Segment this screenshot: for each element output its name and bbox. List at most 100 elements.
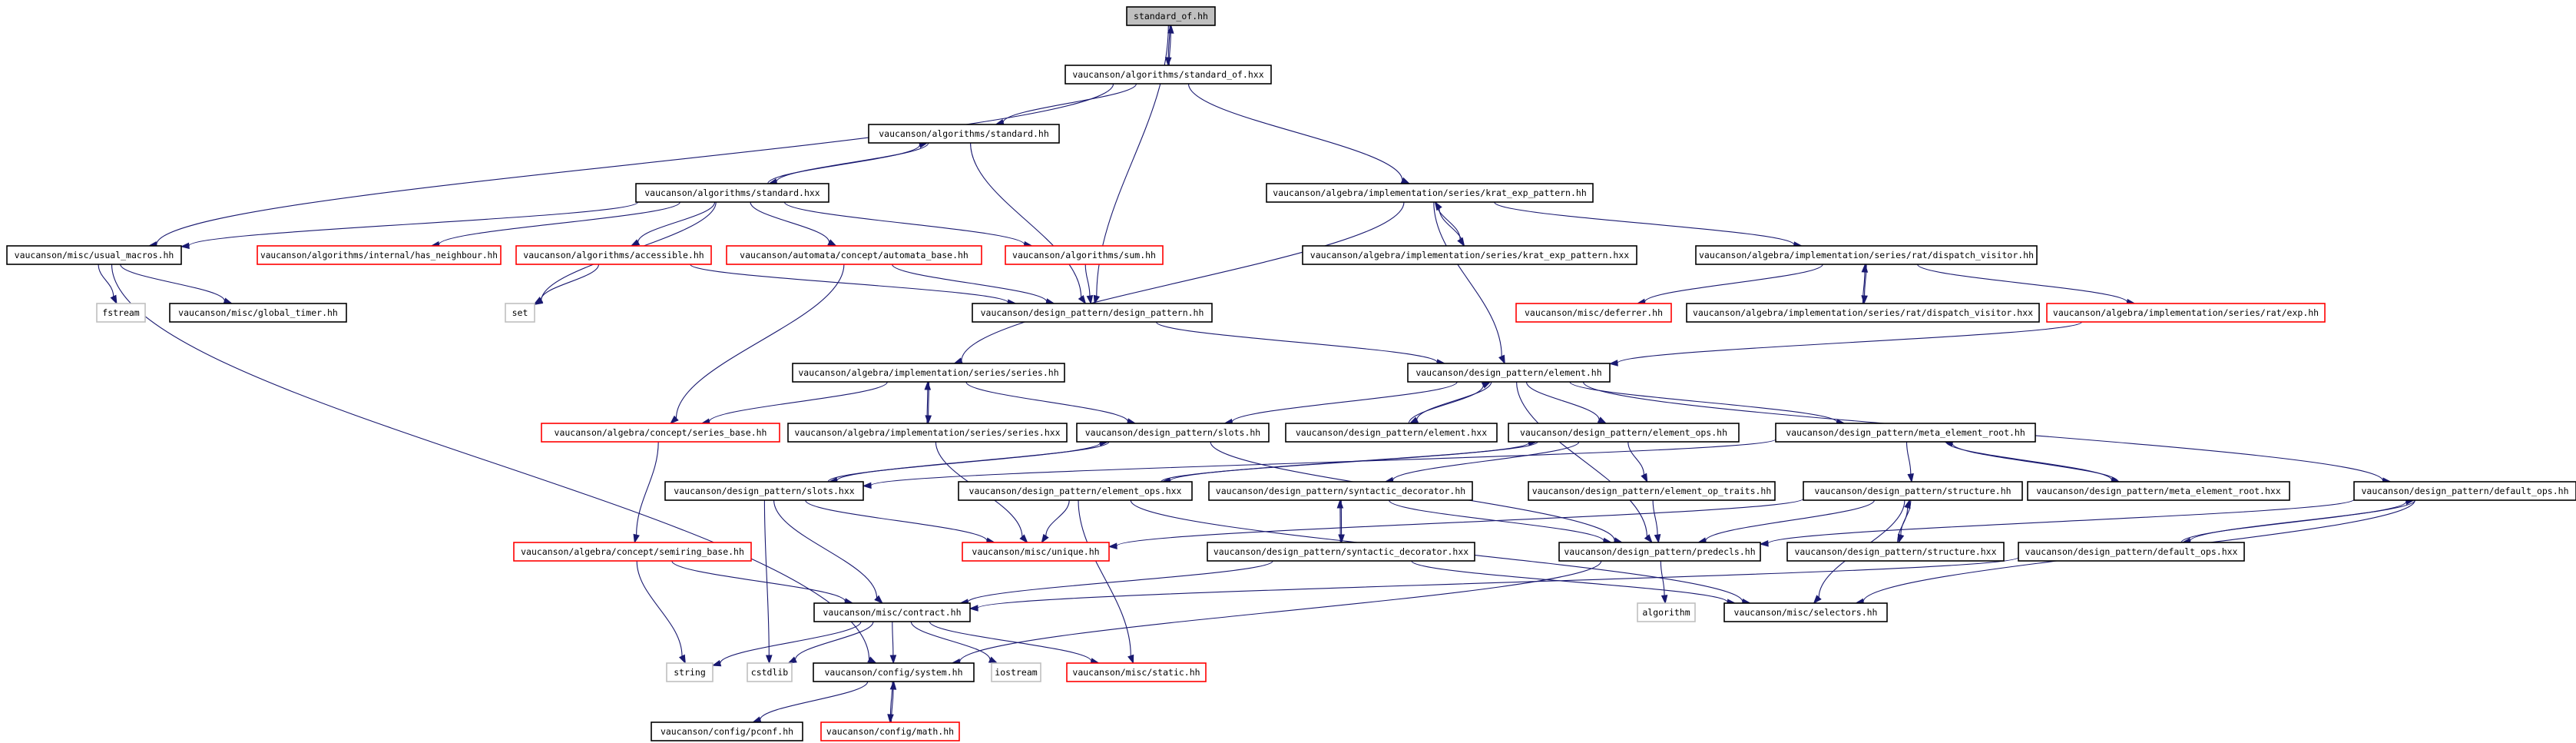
node-box: [2046, 303, 2326, 323]
node-sum-hh[interactable]: vaucanson/algorithms/sum.hh: [1005, 245, 1164, 265]
node-box: [1775, 423, 2036, 443]
node-label: string: [674, 667, 706, 678]
node-alg-standard-hxx[interactable]: vaucanson/algorithms/standard.hxx: [635, 183, 829, 203]
node-label: vaucanson/algebra/implementation/series/…: [794, 427, 1060, 438]
edge-alg_standard_hxx-to-accessible_hh: [630, 201, 716, 247]
node-box: [1508, 423, 1740, 443]
node-semiring-base-hh[interactable]: vaucanson/algebra/concept/semiring_base.…: [513, 542, 752, 562]
edge-usual_macros_hh-to-fstream: [98, 264, 118, 305]
node-selectors-hh[interactable]: vaucanson/misc/selectors.hh: [1723, 602, 1888, 622]
node-has-neighbour-hh[interactable]: vaucanson/algorithms/internal/has_neighb…: [257, 245, 502, 265]
node-box: [1076, 423, 1270, 443]
node-syntactic-decorator-hxx[interactable]: vaucanson/design_pattern/syntactic_decor…: [1207, 542, 1475, 562]
node-static-hh[interactable]: vaucanson/misc/static.hh: [1066, 662, 1207, 682]
node-label: vaucanson/design_pattern/default_ops.hh: [2361, 486, 2568, 496]
node-label: vaucanson/config/math.hh: [826, 726, 954, 737]
edge-default_ops_hxx-to-default_ops_hh: [2180, 498, 2415, 543]
node-box: [513, 542, 752, 562]
node-accessible-hh[interactable]: vaucanson/algorithms/accessible.hh: [515, 245, 712, 265]
node-element-ops-hh[interactable]: vaucanson/design_pattern/element_ops.hh: [1508, 423, 1740, 443]
node-slots-hh[interactable]: vaucanson/design_pattern/slots.hh: [1076, 423, 1270, 443]
node-automata-base-hh[interactable]: vaucanson/automata/concept/automata_base…: [726, 245, 982, 265]
node-contract-hh[interactable]: vaucanson/misc/contract.hh: [813, 602, 971, 622]
node-label: vaucanson/algebra/implementation/series/…: [1699, 250, 2034, 260]
edge-contract_hh-to-system_hh: [889, 621, 897, 665]
node-series-base-hh[interactable]: vaucanson/algebra/concept/series_base.hh: [541, 423, 780, 443]
edge-contract_hh-to-string: [711, 621, 862, 667]
node-label: vaucanson/design_pattern/predecls.hh: [1564, 546, 1755, 557]
node-alg-standard-of-hxx[interactable]: vaucanson/algorithms/standard_of.hxx: [1065, 65, 1272, 85]
node-series-hxx[interactable]: vaucanson/algebra/implementation/series/…: [787, 423, 1068, 443]
edge-element_hh-to-meta_element_root_hh: [1569, 381, 1846, 426]
node-series-hh[interactable]: vaucanson/algebra/implementation/series/…: [792, 363, 1065, 383]
node-label: vaucanson/misc/static.hh: [1072, 667, 1200, 678]
edge-default_ops_hh-to-default_ops_hxx: [2181, 499, 2415, 545]
node-label: vaucanson/automata/concept/automata_base…: [740, 250, 968, 260]
edge-math_hh-to-system_hh: [889, 680, 897, 723]
node-label: vaucanson/algorithms/sum.hh: [1012, 250, 1156, 260]
edge-contract_hh-to-iostream: [910, 621, 998, 664]
edge-element_ops_hxx-to-unique_hh: [1041, 499, 1070, 544]
edge-element_hxx-to-element_hh: [1408, 381, 1492, 424]
node-pconf-hh[interactable]: vaucanson/config/pconf.hh: [651, 721, 803, 741]
node-alg-standard-hh[interactable]: vaucanson/algorithms/standard.hh: [868, 124, 1060, 144]
node-krat-exp-pattern-hxx[interactable]: vaucanson/algebra/implementation/series/…: [1302, 245, 1637, 265]
node-box: [1528, 481, 1776, 501]
node-predecls-hh[interactable]: vaucanson/design_pattern/predecls.hh: [1558, 542, 1761, 562]
node-box: [635, 183, 829, 203]
node-meta-element-root-hh[interactable]: vaucanson/design_pattern/meta_element_ro…: [1775, 423, 2036, 443]
node-element-hh[interactable]: vaucanson/design_pattern/element.hh: [1407, 363, 1611, 383]
node-label: vaucanson/algebra/implementation/series/…: [1693, 307, 2033, 318]
edge-meta_element_root_hh-to-slots_hxx: [862, 439, 1776, 489]
node-element-op-traits-hh[interactable]: vaucanson/design_pattern/element_op_trai…: [1528, 481, 1776, 501]
node-dispatch-visitor-hh[interactable]: vaucanson/algebra/implementation/series/…: [1695, 245, 2038, 265]
node-label: vaucanson/algorithms/internal/has_neighb…: [260, 250, 498, 260]
node-cstdlib: cstdlib: [747, 662, 793, 682]
node-box: [1515, 303, 1672, 323]
edge-contract_hh-to-cstdlib: [787, 621, 874, 664]
edge-slots_hh-to-slots_hxx: [828, 441, 1110, 484]
node-box: [1695, 245, 2038, 265]
node-box: [1266, 183, 1594, 203]
node-design-pattern-hh[interactable]: vaucanson/design_pattern/design_pattern.…: [972, 303, 1213, 323]
node-rat-exp-hh[interactable]: vaucanson/algebra/implementation/series/…: [2046, 303, 2326, 323]
node-label: vaucanson/config/system.hh: [824, 667, 962, 678]
node-global-timer-hh[interactable]: vaucanson/misc/global_timer.hh: [169, 303, 347, 323]
node-element-hxx[interactable]: vaucanson/design_pattern/element.hxx: [1285, 423, 1498, 443]
node-meta-element-root-hxx[interactable]: vaucanson/design_pattern/meta_element_ro…: [2027, 481, 2290, 501]
node-default-ops-hh[interactable]: vaucanson/design_pattern/default_ops.hh: [2353, 481, 2576, 501]
node-deferrer-hh[interactable]: vaucanson/misc/deferrer.hh: [1515, 303, 1672, 323]
node-label: vaucanson/algebra/implementation/series/…: [1310, 250, 1629, 260]
node-label: vaucanson/design_pattern/element_ops.hh: [1520, 427, 1727, 438]
node-box: [813, 602, 971, 622]
node-standard-of-hh[interactable]: standard_of.hh: [1126, 6, 1216, 26]
node-box: [792, 363, 1065, 383]
node-box: [787, 423, 1068, 443]
node-unique-hh[interactable]: vaucanson/misc/unique.hh: [962, 542, 1110, 562]
node-label: vaucanson/algebra/concept/series_base.hh: [555, 427, 767, 438]
edges-layer: [98, 24, 2415, 724]
node-label: algorithm: [1642, 607, 1690, 618]
node-dispatch-visitor-hxx[interactable]: vaucanson/algebra/implementation/series/…: [1686, 303, 2040, 323]
node-usual-macros-hh[interactable]: vaucanson/misc/usual_macros.hh: [6, 245, 182, 265]
node-label: cstdlib: [751, 667, 789, 678]
edge-series_hxx-to-series_hh: [924, 380, 932, 424]
node-element-ops-hxx[interactable]: vaucanson/design_pattern/element_ops.hxx: [958, 481, 1193, 501]
node-math-hh[interactable]: vaucanson/config/math.hh: [820, 721, 960, 741]
edge-accessible_hh-to-set: [533, 264, 600, 305]
node-slots-hxx[interactable]: vaucanson/design_pattern/slots.hxx: [664, 481, 864, 501]
node-system-hh[interactable]: vaucanson/config/system.hh: [813, 662, 975, 682]
node-box: [1558, 542, 1761, 562]
node-structure-hxx[interactable]: vaucanson/design_pattern/structure.hxx: [1786, 542, 2005, 562]
node-syntactic-decorator-hh[interactable]: vaucanson/design_pattern/syntactic_decor…: [1208, 481, 1473, 501]
node-box: [1302, 245, 1637, 265]
edge-alg_standard_of_hxx-to-usual_macros_hh: [147, 83, 1114, 248]
node-default-ops-hxx[interactable]: vaucanson/design_pattern/default_ops.hxx: [2018, 542, 2245, 562]
node-box: [169, 303, 347, 323]
node-box: [257, 245, 502, 265]
node-structure-hh[interactable]: vaucanson/design_pattern/structure.hh: [1803, 481, 2023, 501]
edge-default_ops_hxx-to-contract_hh: [968, 556, 2019, 612]
node-krat-exp-pattern-hh[interactable]: vaucanson/algebra/implementation/series/…: [1266, 183, 1594, 203]
edge-series_hh-to-slots_hh: [965, 381, 1137, 425]
edge-dispatch_visitor_hh-to-deferrer_hh: [1636, 264, 1823, 306]
